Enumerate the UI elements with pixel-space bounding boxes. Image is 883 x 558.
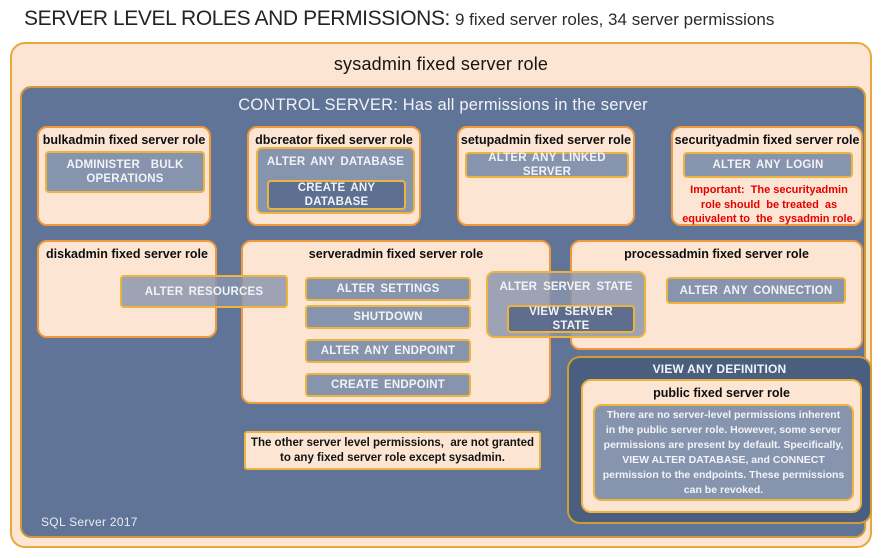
permission-create-any-database: CREATE ANY DATABASE (267, 180, 406, 210)
securityadmin-role-title: securityadmin fixed server role (674, 133, 860, 147)
setupadmin-role-box: setupadmin fixed server role ALTER ANY L… (457, 126, 635, 226)
dbcreator-role-box: dbcreator fixed server role ALTER ANY DA… (247, 126, 421, 226)
page-title: SERVER LEVEL ROLES AND PERMISSIONS: 9 fix… (24, 7, 864, 37)
page-title-subtitle: 9 fixed server roles, 34 server permissi… (455, 10, 775, 29)
bulkadmin-role-box: bulkadmin fixed server role ADMINISTER B… (37, 126, 211, 226)
permission-view-any-definition-label: VIEW ANY DEFINITION (652, 362, 787, 376)
securityadmin-warning-text: Important: The securityadmin role should… (682, 184, 856, 225)
bulkadmin-role-title: bulkadmin fixed server role (42, 133, 206, 147)
public-role-description: There are no server-level permissions in… (593, 404, 854, 501)
dbcreator-role-title: dbcreator fixed server role (255, 133, 413, 147)
processadmin-role-title: processadmin fixed server role (624, 247, 809, 261)
other-permissions-note: The other server level permissions, are … (244, 431, 541, 470)
public-role-box: public fixed server role There are no se… (581, 379, 862, 513)
permission-alter-any-database-label: ALTER ANY DATABASE (266, 156, 405, 168)
permission-create-endpoint: CREATE ENDPOINT (305, 373, 471, 397)
permission-shutdown: SHUTDOWN (305, 305, 471, 329)
permission-alter-any-login: ALTER ANY LOGIN (683, 152, 853, 178)
permission-administer-bulk-operations: ADMINISTER BULK OPERATIONS (45, 151, 205, 193)
permission-alter-any-linked-server: ALTER ANY LINKED SERVER (465, 152, 629, 178)
sysadmin-role-label: sysadmin fixed server role (333, 54, 549, 74)
serveradmin-role-title: serveradmin fixed server role (308, 247, 484, 261)
diskadmin-role-title: diskadmin fixed server role (46, 247, 208, 261)
permission-alter-any-endpoint: ALTER ANY ENDPOINT (305, 339, 471, 363)
securityadmin-role-box: securityadmin fixed server role ALTER AN… (671, 126, 863, 226)
permission-view-server-state: VIEW SERVER STATE (507, 305, 635, 333)
control-server-label: CONTROL SERVER: Has all permissions in t… (238, 96, 648, 114)
permission-alter-any-connection: ALTER ANY CONNECTION (666, 277, 846, 304)
permission-alter-server-state: ALTER SERVER STATE VIEW SERVER STATE (486, 271, 646, 338)
permission-alter-server-state-label: ALTER SERVER STATE (499, 281, 633, 293)
public-role-title: public fixed server role (653, 386, 790, 400)
view-any-definition-container: VIEW ANY DEFINITION public fixed server … (567, 356, 872, 524)
permission-alter-settings: ALTER SETTINGS (305, 277, 471, 301)
permission-alter-any-database: ALTER ANY DATABASE CREATE ANY DATABASE (256, 147, 415, 214)
permission-alter-resources: ALTER RESOURCES (120, 275, 288, 308)
setupadmin-role-title: setupadmin fixed server role (460, 133, 632, 147)
sysadmin-role-container: sysadmin fixed server role CONTROL SERVE… (10, 42, 872, 548)
sql-server-version-label: SQL Server 2017 (41, 515, 138, 529)
control-server-panel: CONTROL SERVER: Has all permissions in t… (20, 86, 872, 538)
page-title-main: SERVER LEVEL ROLES AND PERMISSIONS: (24, 7, 450, 30)
